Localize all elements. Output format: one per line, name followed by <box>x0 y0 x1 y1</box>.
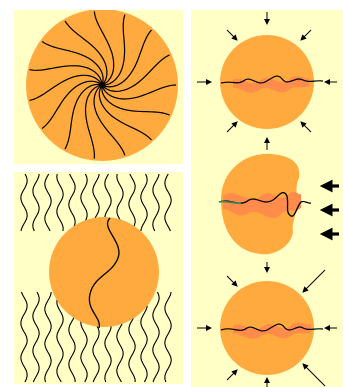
spiral-line <box>84 84 103 159</box>
spiral-line <box>101 29 152 88</box>
band-top <box>233 76 309 93</box>
spiral-line <box>101 54 170 93</box>
panel-compression <box>191 10 343 387</box>
wavy-line <box>140 173 148 232</box>
spiral-line <box>41 80 103 129</box>
panel-compression-svg <box>197 12 339 387</box>
spiral-line <box>41 40 104 86</box>
spiral-line <box>101 14 126 86</box>
wavy-line <box>164 291 172 383</box>
wavy-line <box>152 291 160 383</box>
wavy-line <box>32 291 40 383</box>
spiral-line <box>101 84 170 116</box>
wavy-line <box>140 291 148 383</box>
wavy-line <box>20 291 28 383</box>
spiral-line <box>29 74 103 101</box>
spiral-line <box>93 84 126 156</box>
panel-spiral <box>14 10 183 164</box>
wavy-line <box>56 173 64 232</box>
wavy-line <box>128 173 136 232</box>
sphere-bottom <box>197 262 337 387</box>
accent-line-middle <box>218 200 242 204</box>
band-middle <box>223 191 301 219</box>
fold-line-middle <box>218 192 312 217</box>
spiral-line <box>64 20 108 86</box>
spiral-line <box>101 84 177 100</box>
fold-line-top <box>220 75 324 84</box>
sphere-top <box>197 12 337 150</box>
spiral-line <box>64 83 103 150</box>
fold-line-bottom <box>220 323 324 332</box>
disc-boundary-curve <box>88 217 120 329</box>
panel-wavy <box>14 172 183 384</box>
spiral-lines-group <box>29 11 177 159</box>
wavy-disc <box>49 217 159 327</box>
wavy-lines-group <box>20 173 172 383</box>
wavy-line <box>32 173 40 232</box>
wavy-line <box>44 173 52 232</box>
wavy-line <box>44 291 52 383</box>
wavy-line <box>20 173 28 232</box>
panel-spiral-svg <box>26 10 178 161</box>
spiral-line <box>29 65 103 86</box>
wavy-line <box>56 291 64 383</box>
arrows-top <box>197 12 337 150</box>
spiral-line <box>93 11 115 86</box>
wavy-line <box>68 173 76 232</box>
wavy-line <box>152 173 160 232</box>
arrows-bottom <box>197 262 337 387</box>
panel-wavy-svg <box>20 173 172 383</box>
spiral-line <box>98 84 152 141</box>
wavy-line <box>164 173 172 232</box>
band-bottom <box>233 322 311 339</box>
arrows-middle <box>319 179 339 241</box>
sphere-middle <box>218 153 339 255</box>
